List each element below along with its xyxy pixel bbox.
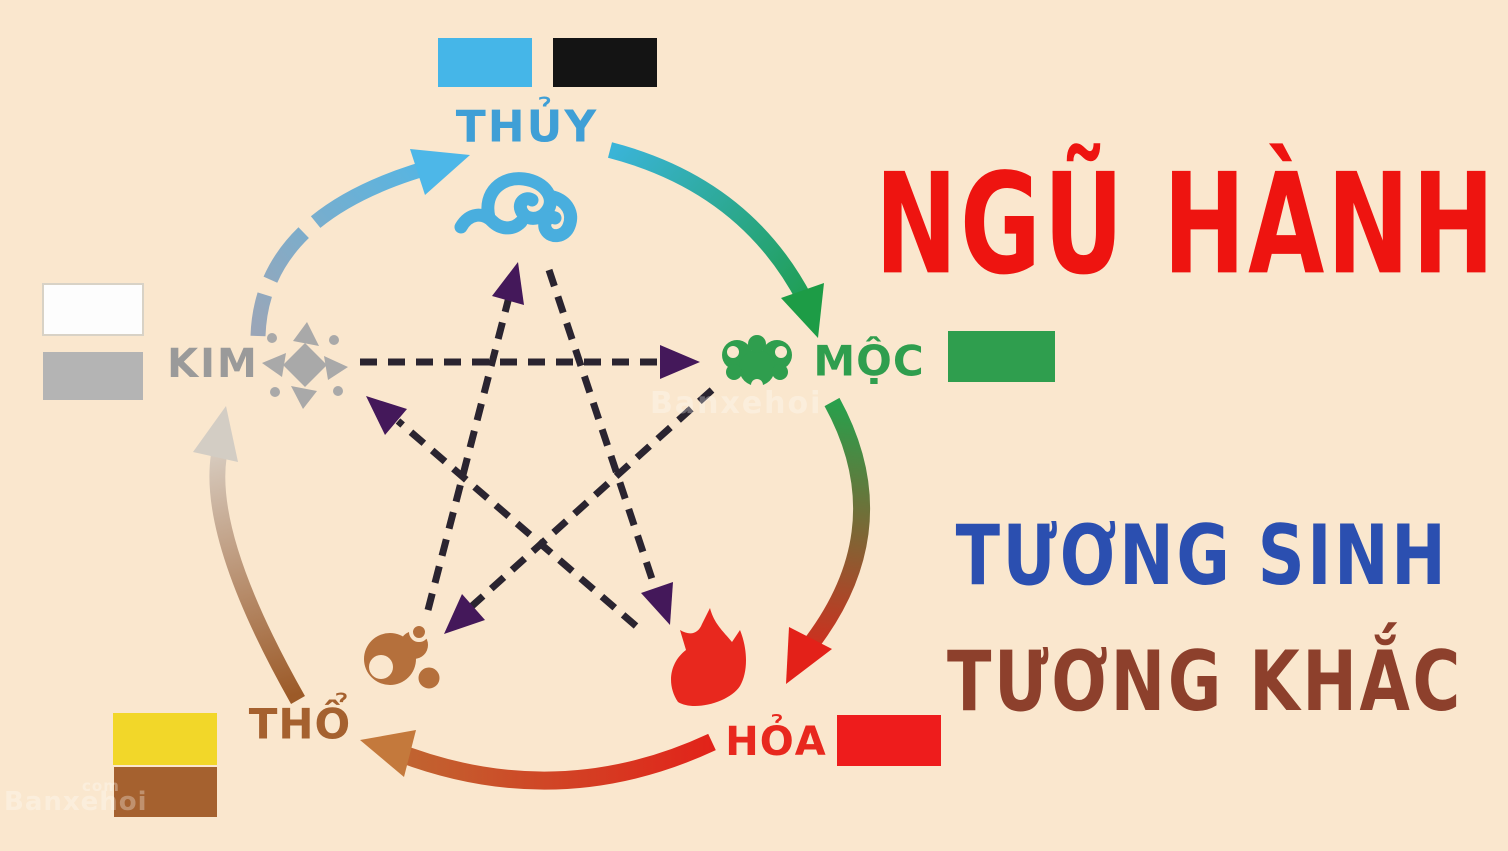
subtitle-tuong-sinh: TƯƠNG SINH xyxy=(955,507,1449,605)
element-label-moc: MỘC xyxy=(813,336,925,386)
fire-flame-icon xyxy=(671,608,746,707)
element-label-hoa: HỎA xyxy=(725,719,827,765)
swatch-kim-white xyxy=(42,283,144,336)
page-title: NGŨ HÀNH xyxy=(874,144,1498,306)
wood-plant-icon xyxy=(722,335,792,391)
generation-arrow-moc-hoa xyxy=(786,397,871,684)
overcoming-arrow-thuy-hoa xyxy=(545,268,660,593)
overcoming-arrow-moc-tho xyxy=(469,387,715,609)
generation-arrow-kim-thuy xyxy=(250,149,470,337)
generation-cycle-arrows xyxy=(193,142,871,790)
generation-arrow-tho-kim xyxy=(193,406,305,704)
generation-arrow-hoa-tho xyxy=(360,730,716,790)
swatch-tho-brown xyxy=(114,767,217,817)
metal-sparkle-icon xyxy=(262,322,348,409)
subtitle-tuong-khac: TƯƠNG KHẮC xyxy=(947,633,1463,731)
swatch-tho-yellow xyxy=(113,713,217,765)
swatch-hoa-red xyxy=(837,715,941,766)
overcoming-arrow-hoa-kim xyxy=(395,418,639,629)
element-label-kim: KIM xyxy=(167,341,259,387)
swatch-moc-green xyxy=(948,331,1055,382)
water-swirl-icon xyxy=(454,172,578,243)
swatch-kim-gray xyxy=(43,352,143,400)
swatch-thuy-blue xyxy=(438,38,532,87)
arrowhead-to-kim xyxy=(366,396,407,435)
earth-rocks-icon xyxy=(364,622,445,694)
color-swatches xyxy=(42,38,1055,817)
generation-arrow-thuy-moc xyxy=(607,142,824,338)
overcoming-cycle-arrows xyxy=(360,268,715,629)
arrowhead-to-hoa xyxy=(641,582,673,625)
element-label-tho: THỔ xyxy=(248,699,352,749)
overcoming-arrowheads xyxy=(366,262,700,634)
element-label-thuy: THỦY xyxy=(455,101,599,153)
arrowhead-to-tho xyxy=(444,594,485,634)
arrowhead-to-thuy xyxy=(492,262,524,305)
arrowhead-to-moc xyxy=(660,345,700,379)
swatch-thuy-black xyxy=(553,38,657,87)
